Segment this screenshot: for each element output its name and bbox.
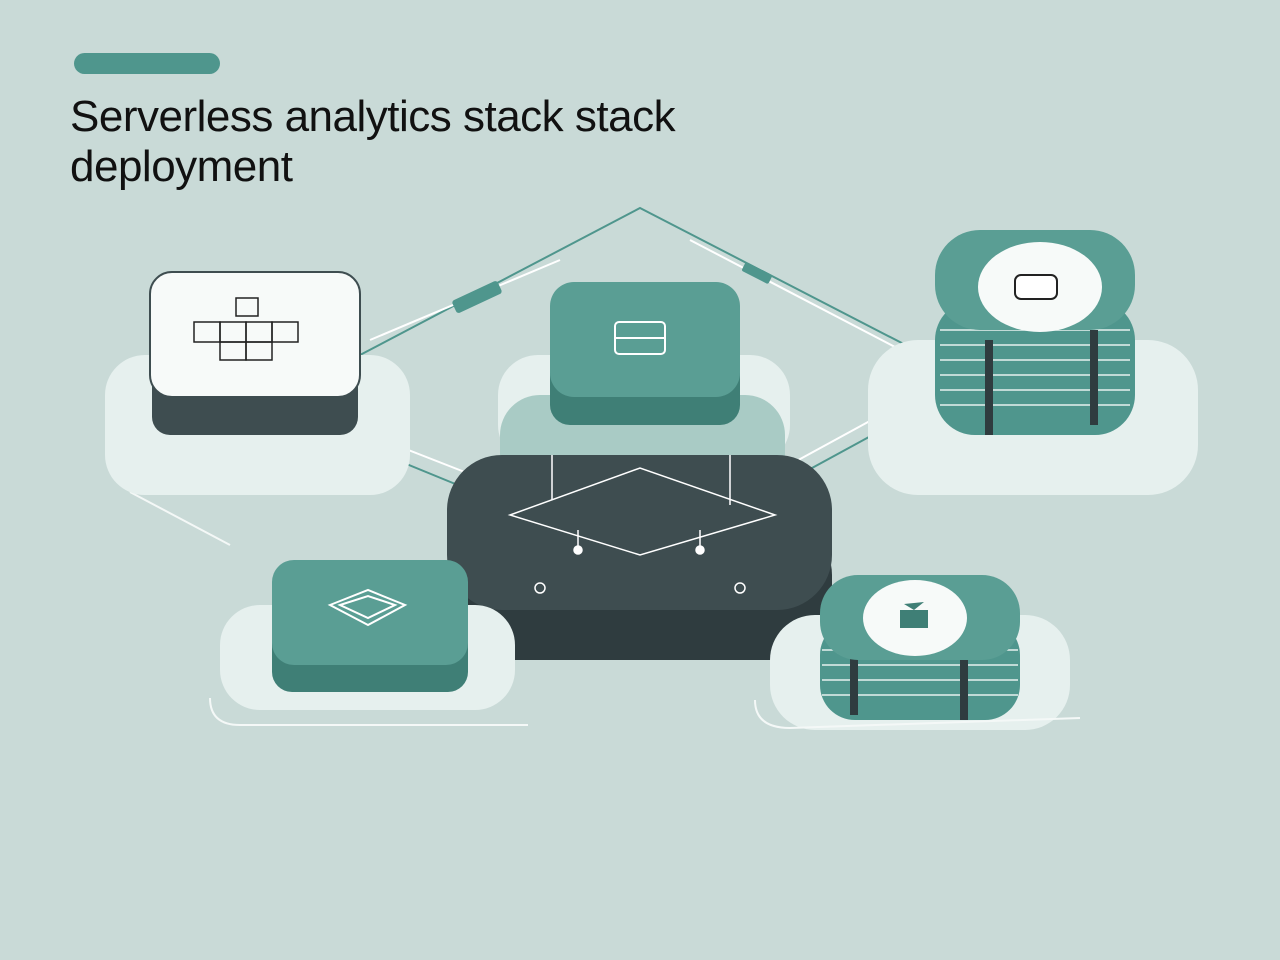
grid-module[interactable] xyxy=(105,271,410,495)
package-icon xyxy=(900,602,928,628)
accent-bar xyxy=(74,53,220,74)
circuit-icon xyxy=(507,455,778,594)
box-icon xyxy=(327,588,408,627)
disk-icon xyxy=(1014,274,1058,300)
connector-node xyxy=(742,262,772,284)
connector-line xyxy=(689,239,921,361)
decor-line xyxy=(754,699,1081,730)
central-hub[interactable] xyxy=(447,455,832,660)
connector-node xyxy=(452,281,502,313)
box-icon xyxy=(614,321,666,355)
database-bottom[interactable] xyxy=(754,575,1081,730)
decor-line xyxy=(129,491,231,546)
connector-line xyxy=(359,206,926,356)
database-top[interactable] xyxy=(868,230,1198,495)
decor-line xyxy=(209,697,528,726)
page-title: Serverless analytics stack stack deploym… xyxy=(70,92,676,191)
storage-module[interactable] xyxy=(209,560,528,726)
grid-icon xyxy=(193,297,299,361)
